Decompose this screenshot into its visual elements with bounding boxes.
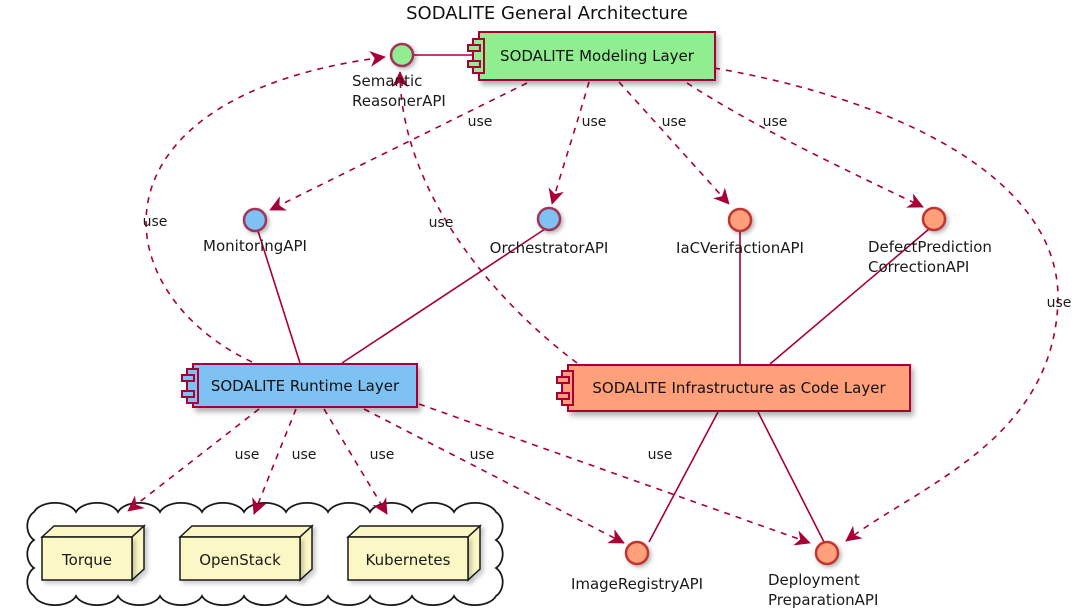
edge-runtime-use-openstack bbox=[252, 408, 297, 515]
label-orchestrator-api: OrchestratorAPI bbox=[489, 239, 609, 257]
component-label: SODALITE Modeling Layer bbox=[500, 47, 694, 65]
edge-modeling-use-deployment bbox=[713, 67, 1059, 542]
edge-modeling-use-defectprediction bbox=[686, 82, 924, 208]
interface-circle-iac-verifaction bbox=[727, 207, 753, 233]
use-label: use bbox=[469, 447, 495, 463]
edge-infra-deployment bbox=[757, 411, 825, 543]
interface-circle-semantic-reasoner bbox=[389, 42, 415, 68]
edge-modeling-use-orchestrator bbox=[548, 81, 590, 205]
label-image-registry-api: ImageRegistryAPI bbox=[570, 575, 704, 593]
node-openstack-shape bbox=[178, 524, 314, 582]
edge-runtime-use-deployment bbox=[418, 403, 811, 546]
diagram-title: SODALITE General Architecture bbox=[406, 3, 688, 24]
edge-runtime-use-imageregistry bbox=[363, 408, 625, 544]
edge-runtime-use-semantic bbox=[145, 51, 386, 363]
interface-circle-deployment-preparation bbox=[814, 540, 840, 566]
interface-circle-monitoring bbox=[242, 207, 268, 233]
use-label: use bbox=[762, 114, 788, 130]
component-label: SODALITE Runtime Layer bbox=[210, 376, 400, 395]
use-label: use bbox=[647, 447, 673, 463]
node-torque-shape bbox=[40, 524, 146, 582]
edge-infra-defectprediction bbox=[769, 228, 930, 365]
label-node-kubernetes: Kubernetes bbox=[365, 551, 451, 569]
interface-circle-orchestrator bbox=[536, 206, 562, 232]
component-icon bbox=[467, 38, 485, 74]
edge-modeling-use-iacverifaction bbox=[618, 81, 730, 205]
use-label: use bbox=[234, 447, 260, 463]
use-label: use bbox=[1046, 295, 1072, 311]
component-modeling-layer: SODALITE Modeling Layer bbox=[467, 31, 716, 81]
edge-infra-use-semantic bbox=[392, 71, 578, 364]
edge-runtime-orchestrator bbox=[341, 228, 546, 364]
use-label: use bbox=[467, 114, 493, 130]
component-infrastructure-layer: SODALITE Infrastructure as Code Layer bbox=[556, 364, 911, 412]
edges-solid bbox=[257, 54, 930, 543]
edge-runtime-use-torque bbox=[127, 408, 260, 512]
component-label: SODALITE Infrastructure as Code Layer bbox=[592, 379, 886, 397]
use-label: use bbox=[661, 114, 687, 130]
use-label: use bbox=[369, 447, 395, 463]
use-label: use bbox=[142, 214, 168, 230]
edge-runtime-monitoring bbox=[257, 230, 301, 364]
label-iac-verifaction-api: IaCVerifactionAPI bbox=[676, 239, 804, 257]
component-icon bbox=[556, 370, 574, 406]
node-kubernetes-shape bbox=[346, 524, 482, 582]
use-label: use bbox=[581, 114, 607, 130]
interface-circles bbox=[242, 42, 947, 566]
edge-infra-imageregistry bbox=[648, 411, 719, 543]
label-defect-prediction-api: DefectPrediction CorrectionAPI bbox=[868, 238, 992, 277]
label-monitoring-api: MonitoringAPI bbox=[203, 237, 307, 255]
label-node-openstack: OpenStack bbox=[199, 551, 281, 569]
label-deployment-preparation-api: Deployment PreparationAPI bbox=[768, 571, 879, 610]
edge-runtime-use-kubernetes bbox=[323, 408, 388, 515]
use-label: use bbox=[291, 447, 317, 463]
label-semantic-reasoner-api: Semantic ReasonerAPI bbox=[352, 72, 446, 111]
edges-use bbox=[127, 51, 1059, 546]
interface-circle-image-registry bbox=[624, 540, 650, 566]
use-label: use bbox=[428, 215, 454, 231]
label-node-torque: Torque bbox=[62, 551, 112, 569]
component-runtime-layer: SODALITE Runtime Layer bbox=[181, 363, 418, 408]
component-icon bbox=[181, 367, 199, 404]
interface-circle-defect-prediction bbox=[921, 206, 947, 232]
